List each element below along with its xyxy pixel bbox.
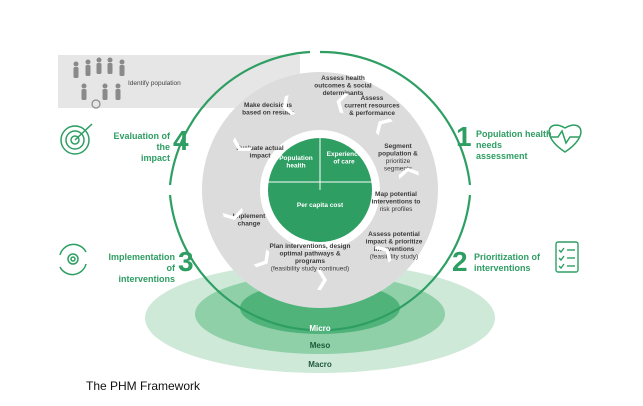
ring-chevron-1 bbox=[232, 137, 253, 152]
ring-chevron-8 bbox=[253, 249, 270, 268]
ring-chevrons bbox=[222, 93, 420, 290]
ring-chevron-9 bbox=[222, 207, 243, 221]
ring-chevron-4 bbox=[375, 118, 393, 136]
level-micro-label: Micro bbox=[309, 324, 330, 333]
ring-chevron-6 bbox=[374, 245, 392, 263]
phase-1-label-line-2: needs assessment bbox=[476, 140, 528, 161]
ring-chevron-2 bbox=[282, 95, 296, 116]
phase-3-label: Implementation of interventions bbox=[100, 252, 175, 285]
level-meso-label: Meso bbox=[310, 341, 331, 350]
checklist-icon bbox=[555, 241, 579, 273]
phase-3-label-line-1: Implementation of bbox=[108, 252, 175, 273]
phase-2-label-line-1: Prioritization of bbox=[474, 252, 540, 262]
identify-population-label: Identify population bbox=[128, 80, 181, 87]
phase-4-label-line-1: Evaluation of the bbox=[113, 131, 170, 152]
ring-chevron-5 bbox=[398, 167, 420, 180]
phase-1-number: 1 bbox=[456, 121, 472, 152]
level-macro-label: Macro bbox=[308, 360, 332, 369]
phase-2-label: Prioritization of interventions bbox=[474, 252, 554, 274]
triple-aim-circle bbox=[268, 138, 372, 242]
ring-chevron-3 bbox=[336, 93, 349, 114]
phase-4-label: Evaluation of the impact bbox=[100, 131, 170, 164]
population-figures-icon bbox=[73, 57, 125, 109]
phase-2-label-line-2: interventions bbox=[474, 263, 531, 273]
phase-2-number: 2 bbox=[452, 246, 468, 277]
phase-3-label-line-2: interventions bbox=[118, 274, 175, 284]
ring-chevron-7 bbox=[317, 270, 327, 290]
phase-4-number: 4 bbox=[173, 125, 189, 156]
phase-3-number: 3 bbox=[178, 246, 194, 277]
outer-cycle-arcs bbox=[168, 50, 472, 332]
phase-1-label: Population health needs assessment bbox=[476, 129, 556, 162]
phase-1-label-line-1: Population health bbox=[476, 129, 552, 139]
figure-caption: The PHM Framework bbox=[86, 379, 201, 393]
target-icon bbox=[60, 123, 93, 155]
heart-pulse-icon bbox=[548, 124, 582, 153]
center-per-capita-cost: Per capita cost bbox=[297, 202, 344, 209]
phase-4-label-line-2: impact bbox=[140, 153, 170, 163]
gear-cycle-icon bbox=[59, 243, 87, 276]
